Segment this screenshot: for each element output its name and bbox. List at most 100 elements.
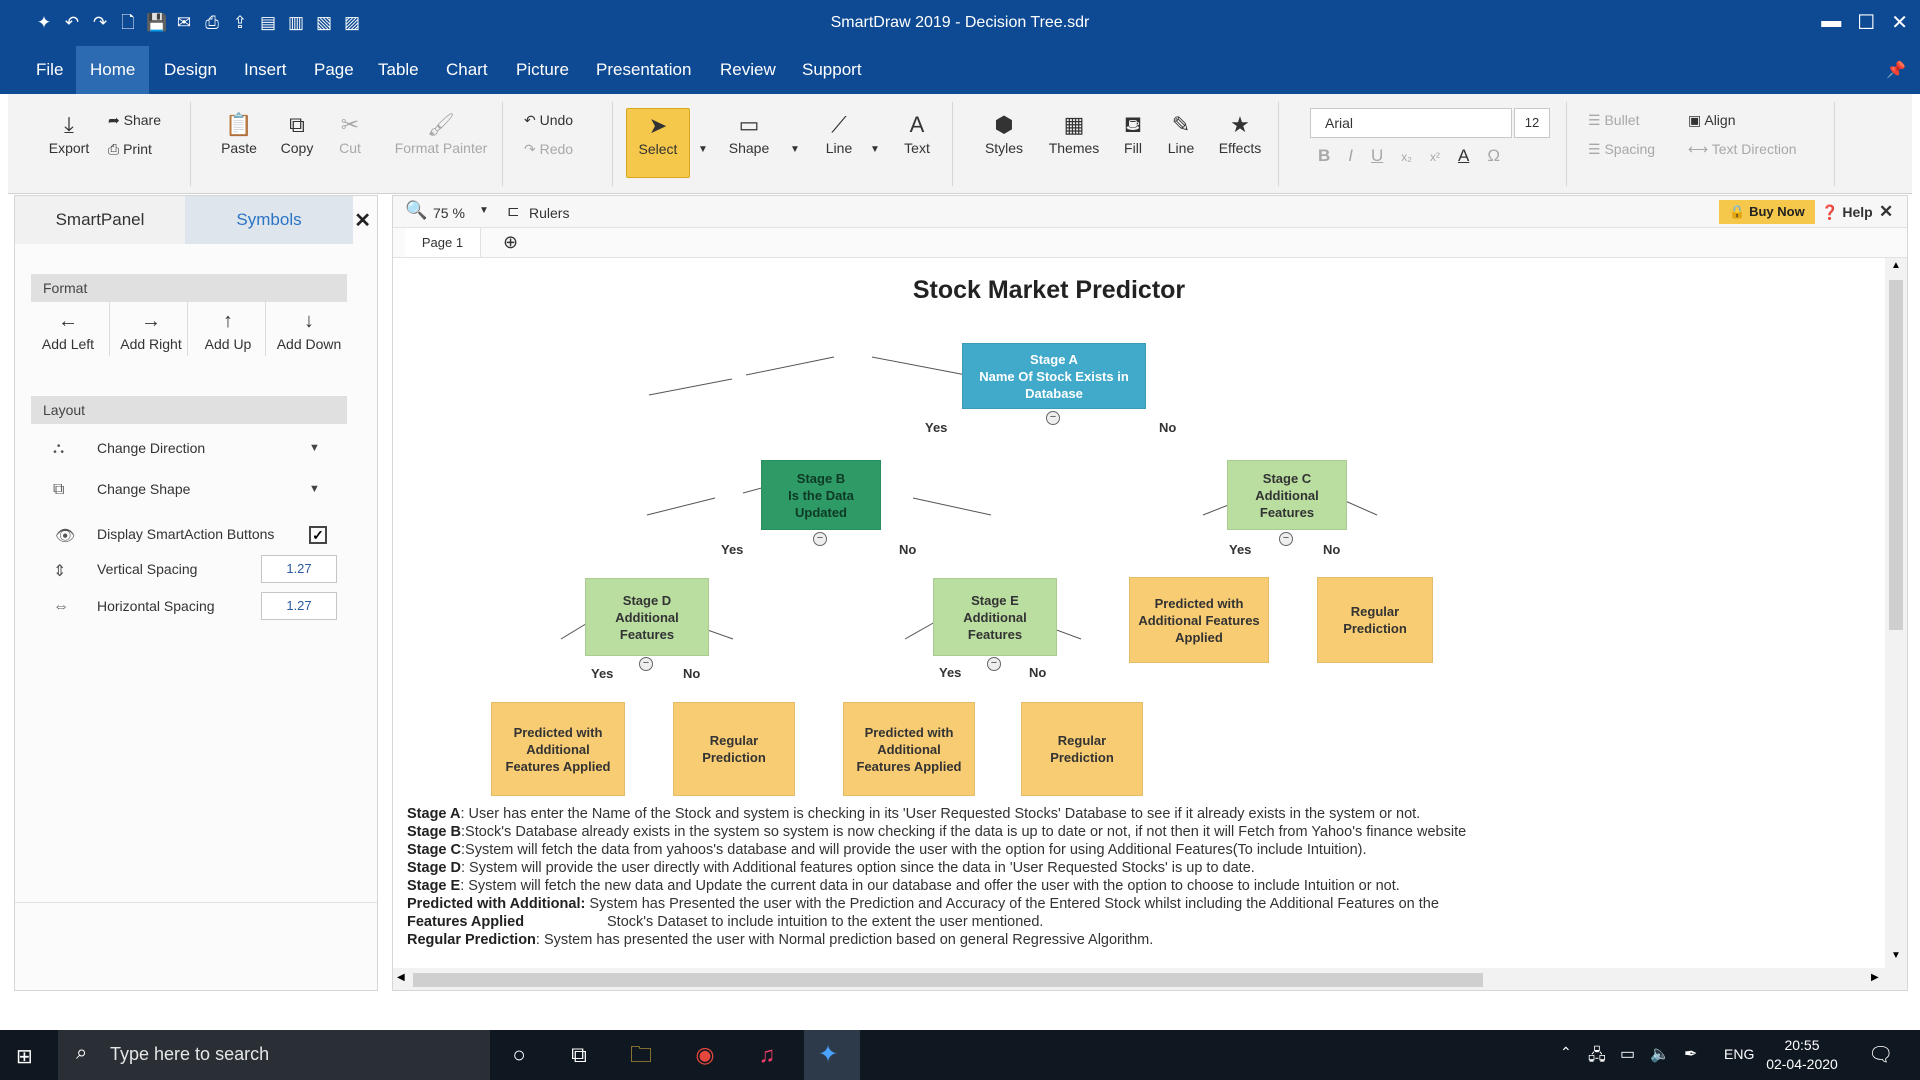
line-style-button[interactable]: ✎ Line — [1158, 110, 1204, 156]
maximize-icon[interactable]: ☐ — [1857, 12, 1876, 34]
file-explorer-icon[interactable]: 🗀 — [629, 1042, 652, 1067]
page-tab-1[interactable]: Page 1 — [405, 228, 481, 257]
format-painter-button[interactable]: 🖌 Format Painter — [386, 110, 496, 156]
close-help-icon[interactable]: ✕ — [1879, 202, 1894, 221]
underline-icon[interactable]: U — [1371, 146, 1384, 165]
display-smartaction-checkbox[interactable]: ✓ — [309, 526, 327, 544]
tab-smartpanel[interactable]: SmartPanel — [15, 196, 185, 244]
new-document-icon[interactable]: 🗋 — [121, 13, 135, 32]
notifications-icon[interactable]: 🗨 — [1868, 1044, 1894, 1066]
select-dropdown-caret-icon[interactable]: ▼ — [698, 144, 708, 155]
undo-button[interactable]: ↶ Undo — [524, 112, 574, 128]
smartdraw-logo-icon[interactable]: ✦ — [36, 13, 52, 32]
save-icon[interactable]: 💾 — [146, 13, 168, 32]
minimize-icon[interactable]: ▬ — [1821, 10, 1842, 32]
diagram-title[interactable]: Stock Market Predictor — [912, 276, 1186, 304]
collapse-toggle-icon[interactable]: − — [1279, 532, 1293, 546]
horizontal-scroll-thumb[interactable] — [413, 973, 1483, 987]
font-size-input[interactable]: 12 — [1514, 108, 1550, 138]
menu-review[interactable]: Review — [720, 60, 776, 79]
menu-design[interactable]: Design — [164, 60, 217, 79]
align-button[interactable]: ▣ Align — [1688, 112, 1736, 128]
bold-icon[interactable]: B — [1318, 146, 1331, 165]
zoom-caret-icon[interactable]: ▼ — [479, 205, 489, 216]
chrome-icon[interactable]: ◉ — [695, 1042, 715, 1067]
line-button[interactable]: ⟋ Line — [814, 110, 864, 156]
buy-now-button[interactable]: 🔒 Buy Now — [1719, 200, 1815, 224]
share-button[interactable]: ➦ Share — [108, 112, 161, 128]
share-icon[interactable]: ⇪ — [232, 13, 248, 32]
network-icon[interactable]: 🖧 — [1588, 1047, 1606, 1064]
shape-dropdown-caret-icon[interactable]: ▼ — [790, 144, 800, 155]
menu-chart[interactable]: Chart — [446, 60, 488, 79]
scroll-left-icon[interactable]: ◀ — [397, 972, 405, 983]
themes-button[interactable]: ▦ Themes — [1042, 110, 1106, 156]
scroll-right-icon[interactable]: ▶ — [1871, 972, 1879, 983]
vertical-scroll-thumb[interactable] — [1889, 280, 1903, 630]
horizontal-spacing-input[interactable]: 1.27 — [261, 592, 337, 620]
cortana-icon[interactable]: ○ — [512, 1042, 526, 1067]
copy-button[interactable]: ⧉ Copy — [272, 110, 322, 156]
zoom-level[interactable]: 75 % — [433, 205, 465, 221]
export-pdf-icon[interactable]: ▤ — [259, 13, 277, 32]
itunes-icon[interactable]: ♫ — [758, 1042, 776, 1067]
rulers-icon[interactable]: ⊏ — [507, 203, 520, 220]
subscript-icon[interactable]: x₂ — [1401, 150, 1412, 164]
shape-button[interactable]: ▭ Shape — [724, 110, 774, 156]
font-family-input[interactable]: Arial — [1310, 108, 1512, 138]
collapse-toggle-icon[interactable]: − — [639, 657, 653, 671]
print-icon[interactable]: ⎙ — [205, 13, 219, 32]
menu-home[interactable]: Home — [76, 46, 150, 94]
effects-button[interactable]: ★ Effects — [1212, 110, 1268, 156]
add-down-button[interactable]: ↓ Add Down — [271, 306, 347, 352]
change-direction-caret-icon[interactable]: ▼ — [309, 442, 320, 454]
tab-symbols[interactable]: Symbols — [185, 196, 353, 244]
add-up-button[interactable]: ↑ Add Up — [197, 306, 259, 352]
collapse-toggle-icon[interactable]: − — [1046, 411, 1060, 425]
text-button[interactable]: A Text — [892, 110, 942, 156]
export-word-icon[interactable]: ▥ — [287, 13, 305, 32]
export-excel-icon[interactable]: ▨ — [343, 13, 361, 32]
scroll-up-icon[interactable]: ▲ — [1891, 260, 1901, 271]
rulers-toggle[interactable]: Rulers — [529, 205, 570, 221]
redo-button[interactable]: ↷ Redo — [524, 141, 574, 157]
volume-icon[interactable]: 🔈 — [1650, 1046, 1670, 1063]
menu-table[interactable]: Table — [378, 60, 419, 79]
close-icon[interactable]: ✕ — [1891, 12, 1908, 34]
scroll-down-icon[interactable]: ▼ — [1891, 950, 1901, 961]
spacing-button[interactable]: ☰ Spacing — [1588, 141, 1656, 157]
pin-icon[interactable]: 📌 — [1886, 62, 1906, 79]
paste-button[interactable]: 📋 Paste — [214, 110, 264, 156]
task-view-icon[interactable]: ⧉ — [571, 1042, 587, 1067]
export-button[interactable]: ⤓ Export — [44, 110, 94, 156]
styles-button[interactable]: ⬢ Styles — [974, 110, 1034, 156]
menu-file[interactable]: File — [36, 60, 64, 79]
bullet-button[interactable]: ☰ Bullet — [1588, 112, 1640, 128]
line-dropdown-caret-icon[interactable]: ▼ — [870, 144, 880, 155]
battery-icon[interactable]: ▭ — [1620, 1046, 1636, 1063]
add-page-icon[interactable]: ⊕ — [503, 232, 519, 252]
select-button[interactable]: ➤ Select — [626, 108, 690, 178]
taskbar-clock[interactable]: 20:55 02-04-2020 — [1760, 1036, 1844, 1074]
menu-support[interactable]: Support — [802, 60, 862, 79]
zoom-magnifier-icon[interactable]: 🔍 — [405, 200, 428, 220]
superscript-icon[interactable]: x² — [1429, 150, 1440, 164]
menu-picture[interactable]: Picture — [516, 60, 569, 79]
tray-chevron-icon[interactable]: ⌃ — [1560, 1044, 1572, 1060]
menu-insert[interactable]: Insert — [244, 60, 287, 79]
undo-icon[interactable]: ↶ — [64, 13, 80, 32]
cut-button[interactable]: ✂ Cut — [330, 110, 370, 156]
horizontal-scrollbar[interactable]: ◀ ▶ — [393, 968, 1885, 990]
collapse-toggle-icon[interactable]: − — [987, 657, 1001, 671]
vertical-spacing-input[interactable]: 1.27 — [261, 555, 337, 583]
change-shape-row[interactable]: ⧉ Change Shape — [53, 481, 191, 498]
